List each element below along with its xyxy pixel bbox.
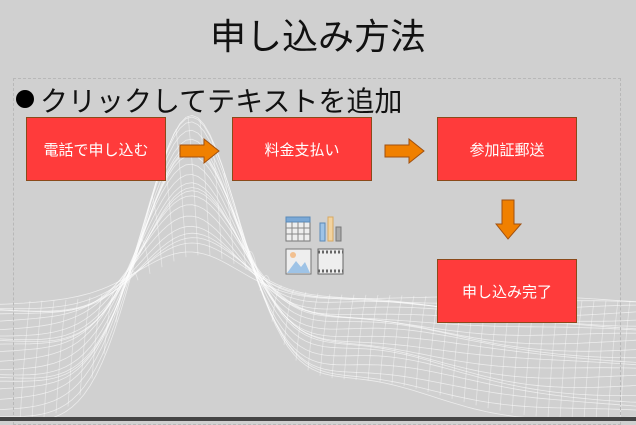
right-arrow-icon[interactable]	[384, 138, 426, 164]
right-arrow-icon[interactable]	[179, 138, 221, 164]
slide-title[interactable]: 申し込み方法	[209, 17, 426, 58]
step-box-phone[interactable]: 電話で申し込む	[26, 117, 166, 181]
step-box-mail[interactable]: 参加証郵送	[437, 117, 577, 181]
down-arrow-icon[interactable]	[495, 199, 523, 241]
placeholder-label: クリックしてテキストを追加	[40, 85, 403, 118]
step-box-payment[interactable]: 料金支払い	[232, 117, 372, 181]
step-box-complete[interactable]: 申し込み完了	[437, 259, 577, 323]
table-icon[interactable]	[285, 216, 311, 242]
video-icon[interactable]	[317, 248, 344, 275]
bullet-placeholder-text[interactable]: クリックしてテキストを追加	[16, 80, 402, 120]
slide-bottom-edge	[0, 417, 636, 421]
bullet-icon	[16, 90, 34, 108]
insert-content-icons	[285, 216, 344, 275]
picture-icon[interactable]	[285, 248, 312, 275]
chart-icon[interactable]	[319, 216, 342, 242]
